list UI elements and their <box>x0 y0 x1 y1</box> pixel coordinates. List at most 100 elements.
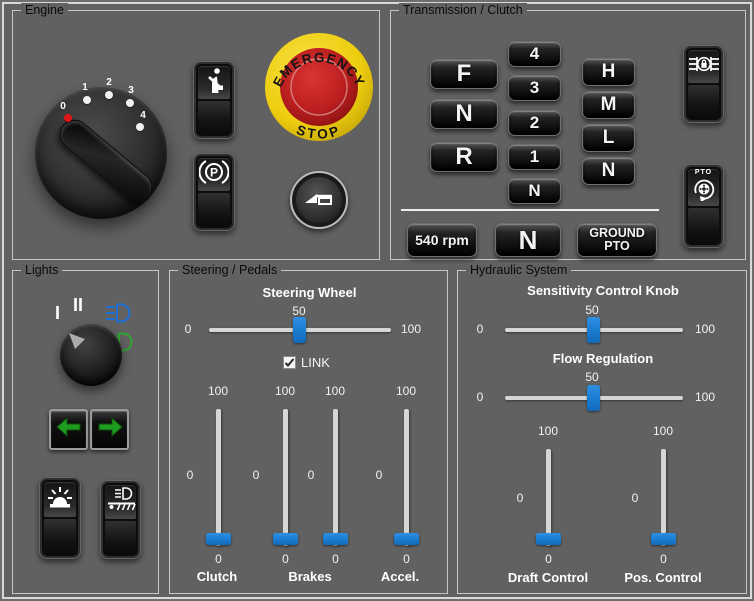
direction-reverse-button[interactable]: R <box>430 142 498 172</box>
draft-max-label: 100 <box>537 424 559 438</box>
gear-2-button[interactable]: 2 <box>508 110 561 136</box>
position-max-label: 100 <box>652 424 674 438</box>
position-min-label: 0 <box>631 491 639 505</box>
accel-max-label: 100 <box>395 384 417 398</box>
range-low-button[interactable]: L <box>582 124 635 152</box>
brake-left-max-label: 100 <box>274 384 296 398</box>
parking-brake-switch[interactable]: P <box>193 153 235 231</box>
clutch-slider[interactable] <box>206 409 231 546</box>
emergency-stop-button[interactable]: EMERGENCY STOP <box>263 31 375 143</box>
sensitivity-min: 0 <box>476 322 484 336</box>
beacon-icon <box>46 484 74 515</box>
flow-regulation-value: 50 <box>585 370 599 384</box>
ignition-dot-4 <box>136 123 144 131</box>
lights-knob[interactable] <box>60 324 122 386</box>
checkbox-box[interactable] <box>283 356 296 369</box>
ignition-dot-3 <box>126 99 134 107</box>
transmission-group: Transmission / Clutch F N R 4 3 2 1 N H … <box>390 3 746 260</box>
diff-lock-icon <box>688 52 720 81</box>
lights-group: Lights I II <box>12 263 159 594</box>
pto-icon <box>691 177 717 206</box>
arrow-right-icon <box>97 416 123 442</box>
turn-signal-left-button[interactable] <box>49 409 88 450</box>
gear-3-button[interactable]: 3 <box>508 75 561 101</box>
parking-brake-icon: P <box>198 159 230 190</box>
brake-right-thumb[interactable] <box>323 533 348 545</box>
sensitivity-max: 100 <box>694 322 716 336</box>
steering-group: Steering / Pedals Steering Wheel 50 0 10… <box>169 263 448 594</box>
emergency-bottom-text: STOP <box>294 122 340 142</box>
position-control-slider[interactable] <box>651 449 676 546</box>
horn-button[interactable] <box>290 171 348 229</box>
beacon-light-switch[interactable] <box>39 477 81 559</box>
direction-forward-button[interactable]: F <box>430 59 498 89</box>
brake-left-slider[interactable] <box>273 409 298 546</box>
pto-neutral-button[interactable]: N <box>495 223 561 257</box>
brakes-label: Brakes <box>288 569 332 584</box>
steering-group-title: Steering / Pedals <box>178 263 282 277</box>
draft-control-thumb[interactable] <box>536 533 561 545</box>
range-neutral-button[interactable]: N <box>582 157 635 185</box>
ignition-label-0: 0 <box>60 101 66 112</box>
work-light-icon <box>105 486 137 517</box>
draft-control-slider[interactable] <box>536 449 561 546</box>
ignition-label-3: 3 <box>128 85 134 96</box>
range-medium-button[interactable]: M <box>582 91 635 119</box>
sensitivity-thumb[interactable] <box>587 317 600 343</box>
draft-control-label: Draft Control <box>507 570 589 585</box>
flow-regulation-min: 0 <box>476 390 484 404</box>
turn-signal-right-button[interactable] <box>90 409 129 450</box>
sensitivity-label: Sensitivity Control Knob <box>527 283 679 298</box>
work-light-switch[interactable] <box>100 480 141 559</box>
flow-regulation-label: Flow Regulation <box>552 351 654 366</box>
gear-4-button[interactable]: 4 <box>508 41 561 67</box>
steering-wheel-value: 50 <box>292 304 306 318</box>
ignition-knob[interactable] <box>35 87 167 219</box>
brake-right-slider[interactable] <box>323 409 348 546</box>
clutch-min-label: 0 <box>186 468 194 482</box>
accel-value: 0 <box>403 552 410 566</box>
clutch-thumb[interactable] <box>206 533 231 545</box>
arrow-left-icon <box>55 416 82 442</box>
accel-min-label: 0 <box>375 468 383 482</box>
position-control-thumb[interactable] <box>651 533 676 545</box>
svg-text:STOP: STOP <box>294 122 343 142</box>
pto-switch[interactable]: PTO <box>683 164 724 248</box>
lights-knob-pointer <box>69 333 85 349</box>
horn-icon <box>303 187 335 214</box>
range-high-button[interactable]: H <box>582 58 635 86</box>
brake-left-thumb[interactable] <box>273 533 298 545</box>
diff-lock-switch[interactable] <box>683 45 724 123</box>
ignition-dot-0 <box>64 114 72 122</box>
gear-1-button[interactable]: 1 <box>508 144 561 170</box>
high-beam-icon <box>104 303 134 328</box>
flow-regulation-slider[interactable] <box>505 385 683 411</box>
lights-knob-pos1-label: I <box>55 303 61 323</box>
transmission-divider <box>401 209 659 211</box>
emergency-stop-icon: EMERGENCY STOP <box>265 33 373 142</box>
accel-slider[interactable] <box>394 409 419 546</box>
steering-wheel-thumb[interactable] <box>293 317 306 343</box>
direction-neutral-button[interactable]: N <box>430 99 498 129</box>
ground-pto-button[interactable]: GROUND PTO <box>577 223 657 257</box>
steering-wheel-max: 100 <box>400 322 422 336</box>
clutch-label: Clutch <box>196 569 238 584</box>
pto-rpm-button[interactable]: 540 rpm <box>407 223 477 257</box>
gear-neutral-button[interactable]: N <box>508 178 561 204</box>
accel-thumb[interactable] <box>394 533 419 545</box>
link-checkbox[interactable]: LINK <box>283 355 330 370</box>
hydraulic-group-title: Hydraulic System <box>466 263 572 277</box>
transmission-group-title: Transmission / Clutch <box>399 3 527 17</box>
steering-wheel-slider[interactable] <box>209 317 391 343</box>
sensitivity-slider[interactable] <box>505 317 683 343</box>
pto-switch-label: PTO <box>694 169 713 176</box>
hydraulic-group: Hydraulic System Sensitivity Control Kno… <box>457 263 747 594</box>
brake-left-value: 0 <box>282 552 289 566</box>
seatbelt-switch[interactable] <box>193 61 235 139</box>
flow-regulation-thumb[interactable] <box>587 385 600 411</box>
steering-wheel-label: Steering Wheel <box>262 285 357 300</box>
engine-group: Engine 0 1 2 3 4 <box>12 3 380 260</box>
brake-left-min-label: 0 <box>252 468 260 482</box>
accel-label: Accel. <box>380 569 420 584</box>
